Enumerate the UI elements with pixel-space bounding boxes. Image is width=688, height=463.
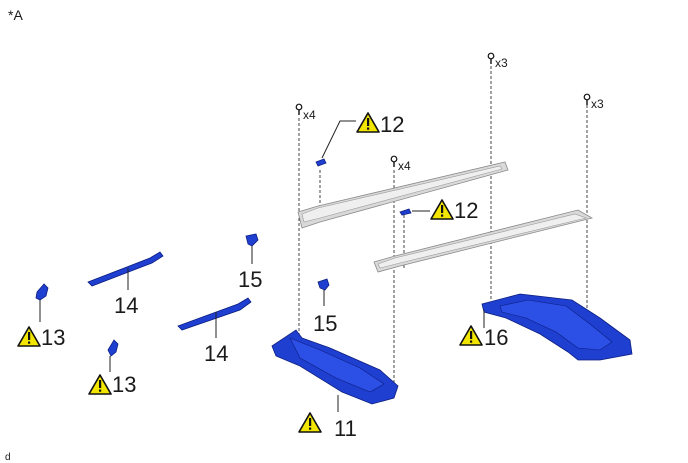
warning-icon <box>298 412 322 433</box>
corner-label: *A <box>8 7 23 23</box>
front-frame-11 <box>271 329 399 412</box>
callout-15: 15 <box>238 267 262 292</box>
warning-icon <box>17 326 41 347</box>
callout-12: 12 <box>454 198 478 223</box>
bracket-14b <box>177 297 252 338</box>
footer-label: d <box>5 452 11 463</box>
bracket-13b <box>107 339 119 372</box>
clip-15a <box>245 233 259 264</box>
roof-rail-upper <box>297 161 509 229</box>
bolt-icon <box>487 52 495 65</box>
qty-label: x4 <box>303 108 316 122</box>
qty-label: x3 <box>495 56 508 70</box>
leader-12a <box>321 120 356 159</box>
clip-12b <box>399 208 412 216</box>
callout-14: 14 <box>114 293 138 318</box>
rear-frame-16 <box>481 293 633 361</box>
warning-icon <box>430 199 454 220</box>
bolt-icon <box>390 155 398 168</box>
bracket-14a <box>87 251 164 290</box>
bolt-icon <box>583 93 591 106</box>
bracket-13a <box>35 283 49 322</box>
roof-rail-lower <box>373 209 594 273</box>
qty-label: x4 <box>398 159 411 173</box>
callout-13: 13 <box>41 325 65 350</box>
warning-icon <box>88 374 112 395</box>
callout-12: 12 <box>380 112 404 137</box>
callout-14: 14 <box>204 341 228 366</box>
callout-16: 16 <box>484 325 508 350</box>
clip-15b <box>317 278 330 306</box>
callout-15: 15 <box>313 311 337 336</box>
warning-icon <box>459 325 483 346</box>
bolt-icon <box>295 103 303 116</box>
callout-13: 13 <box>112 372 136 397</box>
clip-12a <box>315 158 327 167</box>
warning-icon <box>356 112 380 133</box>
callout-11: 11 <box>334 416 357 441</box>
qty-label: x3 <box>591 97 604 111</box>
